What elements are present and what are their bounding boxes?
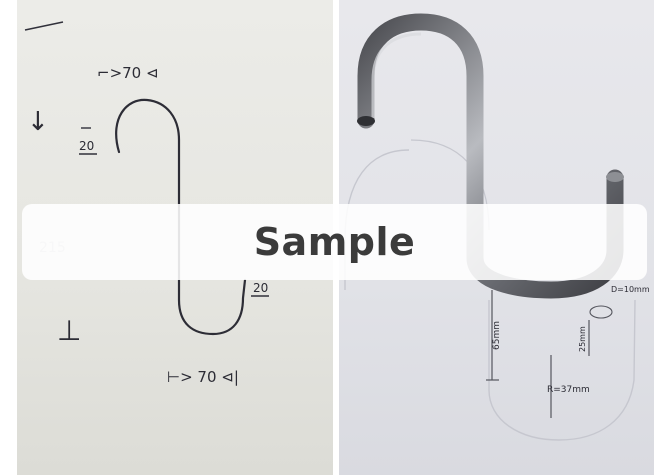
template-outline-bottom [488, 299, 636, 441]
right-measure-label: 25mm [578, 326, 587, 352]
sketch-top-arrow: ↓ [27, 107, 49, 137]
sketch-bottom-dimension: ⊢> 70 ⊲| [167, 368, 239, 386]
hook-end-top [357, 116, 375, 126]
left-measure-label: 65mm [492, 321, 502, 350]
watermark-text: Sample [253, 220, 416, 264]
sample-watermark: Sample [22, 204, 647, 280]
right-margin [654, 0, 662, 475]
diameter-circle [589, 305, 613, 319]
sketch-corner-stroke [24, 21, 64, 31]
radius-note: R=37mm [547, 385, 590, 395]
hook-end-bottom [606, 172, 624, 182]
diameter-note: D=10mm [611, 285, 650, 294]
sketch-bottom-arrow: ⊥ [57, 314, 81, 347]
sketch-top-label: 20 [79, 139, 94, 153]
sketch-top-dimension: ⌐>70 ⊲ [97, 64, 159, 82]
sketch-s-hook-outline [115, 98, 247, 336]
sketch-right-label: 20 [253, 281, 268, 295]
